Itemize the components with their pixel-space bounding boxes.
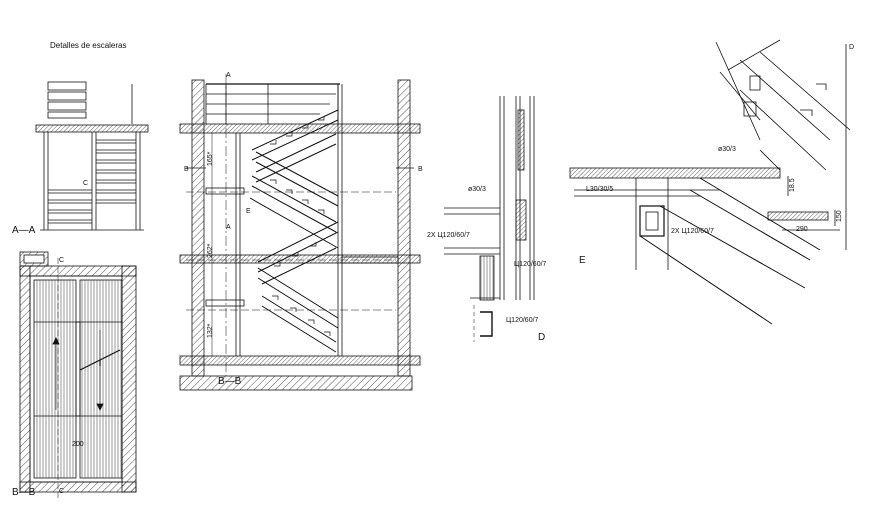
plan-bottom-wall	[19, 481, 137, 493]
elev-slab-top	[179, 123, 421, 134]
aa-landing-slab	[35, 124, 149, 133]
elev-columns	[235, 84, 343, 356]
aa-left-steps	[48, 189, 92, 224]
note-d-double-channel: 2X Ц120/60/7	[427, 232, 470, 239]
label-detail-d: D	[538, 332, 546, 343]
elevation-bb	[179, 74, 421, 391]
detail-e	[569, 39, 851, 325]
label-section-aa: A—A	[12, 225, 36, 236]
note-d-channel: Ц120/60/7	[514, 261, 547, 268]
elev-slab-mid	[179, 254, 421, 264]
e-tread	[767, 211, 829, 221]
aa-right-steps	[96, 139, 136, 204]
label-elevation-bb: B—B	[218, 376, 242, 387]
dim-detail-e-height: 18.5	[789, 178, 796, 192]
elev-treads	[270, 116, 331, 336]
note-d-channel-bottom: Ц120/60/7	[506, 317, 539, 324]
cut-mark-b-right: B	[418, 166, 423, 173]
elev-flight-2	[249, 151, 339, 249]
page-title: Detalles de escaleras	[50, 41, 127, 50]
cut-mark-c-small: C	[83, 180, 89, 187]
detail-d	[444, 96, 535, 342]
note-e-double-channel: 2X Ц120/60/7	[671, 228, 714, 235]
cut-mark-d-top: D	[849, 44, 855, 51]
plan-bb	[19, 251, 137, 498]
label-plan-bb: B—B	[12, 487, 36, 498]
cut-mark-a-top: A	[226, 72, 231, 79]
elev-flight-4	[257, 267, 339, 353]
elev-flight-1	[251, 109, 339, 183]
section-aa	[35, 81, 149, 231]
label-detail-e: E	[579, 255, 586, 266]
cut-mark-e: E	[246, 208, 251, 215]
cut-mark-c-plan-bottom: C	[59, 488, 65, 495]
note-d-rod: ø30/3	[468, 186, 486, 193]
cut-mark-a-mid: A	[226, 224, 231, 231]
dim-elev-mid: 262*	[207, 243, 214, 258]
dim-elev-top: 165*	[207, 151, 214, 166]
plan-left-flight	[33, 279, 77, 479]
aa-top-steps	[47, 81, 87, 119]
plan-right-flight	[79, 279, 123, 479]
cut-mark-c-plan-top: C	[59, 257, 65, 264]
e-channel-section	[639, 205, 665, 237]
elev-foundation	[179, 375, 413, 391]
note-e-angle: L30/30/5	[586, 186, 614, 193]
plan-top-wall	[19, 265, 137, 277]
dim-detail-e-width: 290	[796, 226, 808, 233]
elev-slab-bottom	[179, 355, 421, 366]
dim-plan-width: 200	[72, 441, 84, 448]
e-landing-plate	[569, 167, 781, 179]
dim-detail-e-side: 150	[836, 210, 843, 222]
plan-left-wall	[19, 265, 31, 493]
plan-right-wall	[121, 265, 137, 493]
cut-mark-b-left: B	[184, 166, 189, 173]
note-e-rod: ø30/3	[718, 146, 736, 153]
dim-elev-bottom: 132*	[207, 323, 214, 338]
